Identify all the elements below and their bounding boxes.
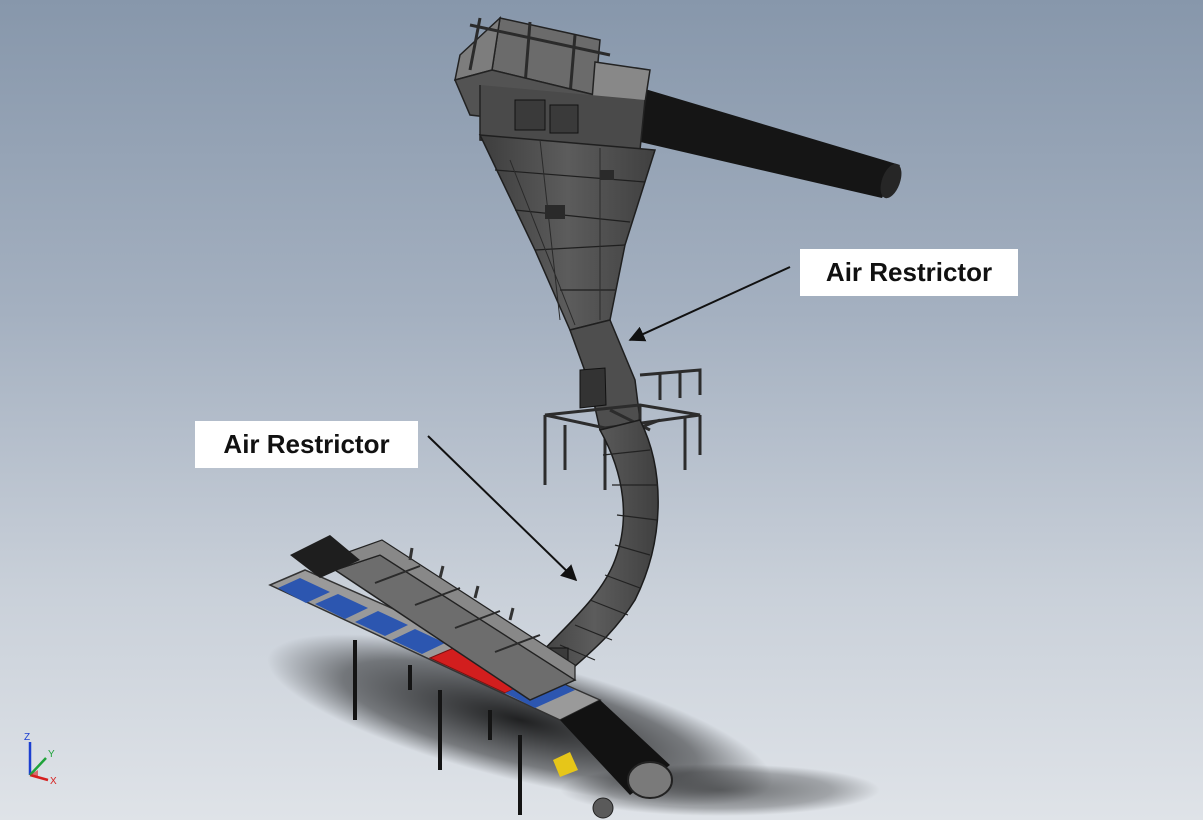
belt-conveyor: [268, 535, 673, 819]
axis-y-label: Y: [48, 749, 55, 760]
upper-air-restrictor-label: Air Restrictor: [800, 249, 1018, 296]
lower-air-restrictor-text: Air Restrictor: [223, 429, 390, 459]
upper-chute: [569, 319, 641, 431]
upper-air-restrictor-text: Air Restrictor: [825, 257, 993, 287]
axis-x-label: X: [50, 776, 57, 787]
axis-triad[interactable]: Z Y X: [24, 732, 57, 787]
cyclone-cone: [478, 134, 656, 331]
lower-air-restrictor-label: Air Restrictor: [195, 421, 418, 468]
lower-annotation-arrow: [427, 435, 578, 582]
curved-chute: [528, 419, 659, 681]
upper-annotation-arrow: [628, 266, 791, 342]
discharge-pipe: [610, 80, 902, 199]
axis-z-label: Z: [24, 732, 30, 743]
top-inlet-box: [453, 15, 651, 151]
